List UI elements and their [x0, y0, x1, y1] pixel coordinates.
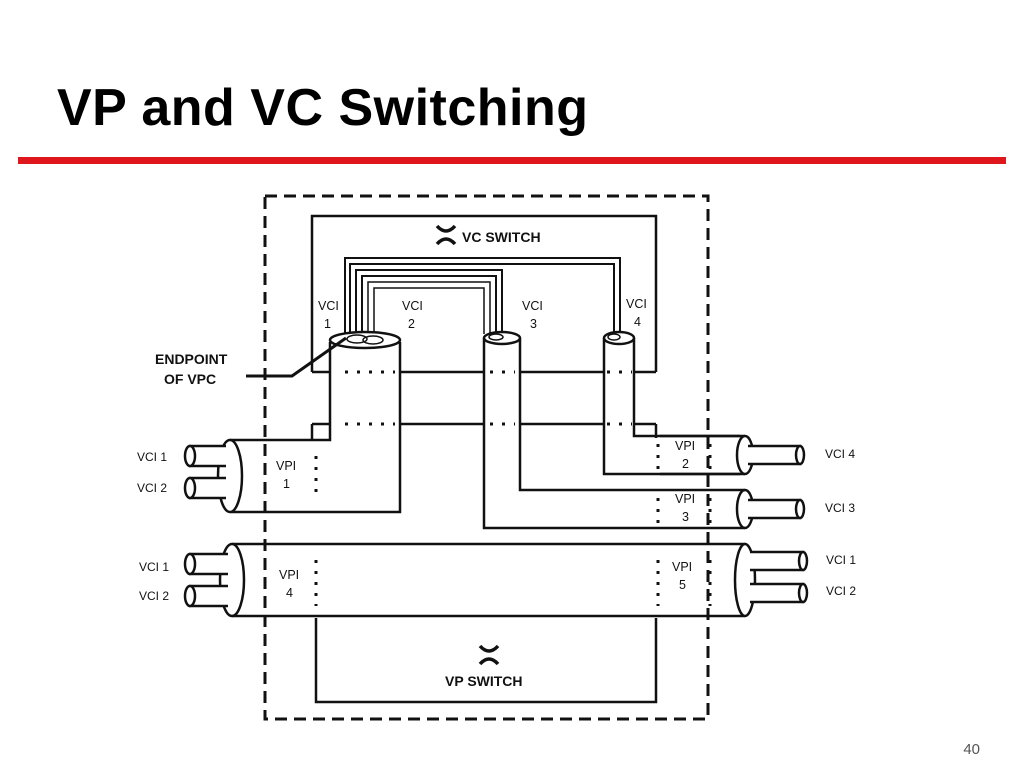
vpi-1-line1: VPI [276, 459, 296, 473]
slide-title: VP and VC Switching [57, 79, 589, 137]
vp-switch-cross-connect-icon [478, 644, 500, 666]
vci-4-cable [602, 338, 740, 476]
right-vci-label-4: VCI 2 [826, 584, 856, 598]
endpoint-label-line1: ENDPOINT [155, 351, 228, 367]
endpoint-pointer [246, 336, 347, 378]
right-vci-label-2: VCI 3 [825, 501, 855, 515]
vpi-3-line2: 3 [682, 510, 689, 524]
vpi-2-line1: VPI [675, 439, 695, 453]
vpi-1-line2: 1 [283, 477, 290, 491]
vpi-3-line1: VPI [675, 492, 695, 506]
endpoint-label-line2: OF VPC [164, 371, 216, 387]
vci-top-3-line1: VCI [522, 299, 543, 313]
title-divider [18, 157, 1006, 164]
left-vci-label-1: VCI 1 [137, 450, 167, 464]
right-vci-label-3: VCI 1 [826, 553, 856, 567]
vci-top-4-line1: VCI [626, 297, 647, 311]
vpi-4-line2: 4 [286, 586, 293, 600]
vpi-4-5-cable [232, 542, 745, 618]
vc-switch-box [310, 214, 658, 372]
vc-wire-1 [344, 257, 621, 338]
vci-top-2-line1: VCI [402, 299, 423, 313]
vpi-5-line2: 5 [679, 578, 686, 592]
vp-switch-label: VP SWITCH [445, 673, 523, 689]
vpi-4-line1: VPI [279, 568, 299, 582]
vci-3-cable [482, 338, 660, 530]
vc-wire-2 [355, 269, 503, 338]
vpi-5-line1: VPI [672, 560, 692, 574]
vci-top-4-line2: 4 [634, 315, 641, 329]
vpi-2-line2: 2 [682, 457, 689, 471]
vpi-1-cable [230, 342, 402, 514]
vci-top-1-line2: 1 [324, 317, 331, 331]
left-vci-label-4: VCI 2 [139, 589, 169, 603]
vc-switch-label: VC SWITCH [462, 229, 541, 245]
vci-top-1-line1: VCI [318, 299, 339, 313]
switch-boundary [263, 194, 710, 721]
right-vci-label-1: VCI 4 [825, 447, 855, 461]
vci-top-2-line2: 2 [408, 317, 415, 331]
left-vci-label-3: VCI 1 [139, 560, 169, 574]
page-number: 40 [963, 741, 980, 758]
vci-top-3-line2: 3 [530, 317, 537, 331]
left-vci-label-2: VCI 2 [137, 481, 167, 495]
vc-switch-cross-connect-icon [435, 224, 457, 246]
vp-switch-box [314, 618, 658, 704]
